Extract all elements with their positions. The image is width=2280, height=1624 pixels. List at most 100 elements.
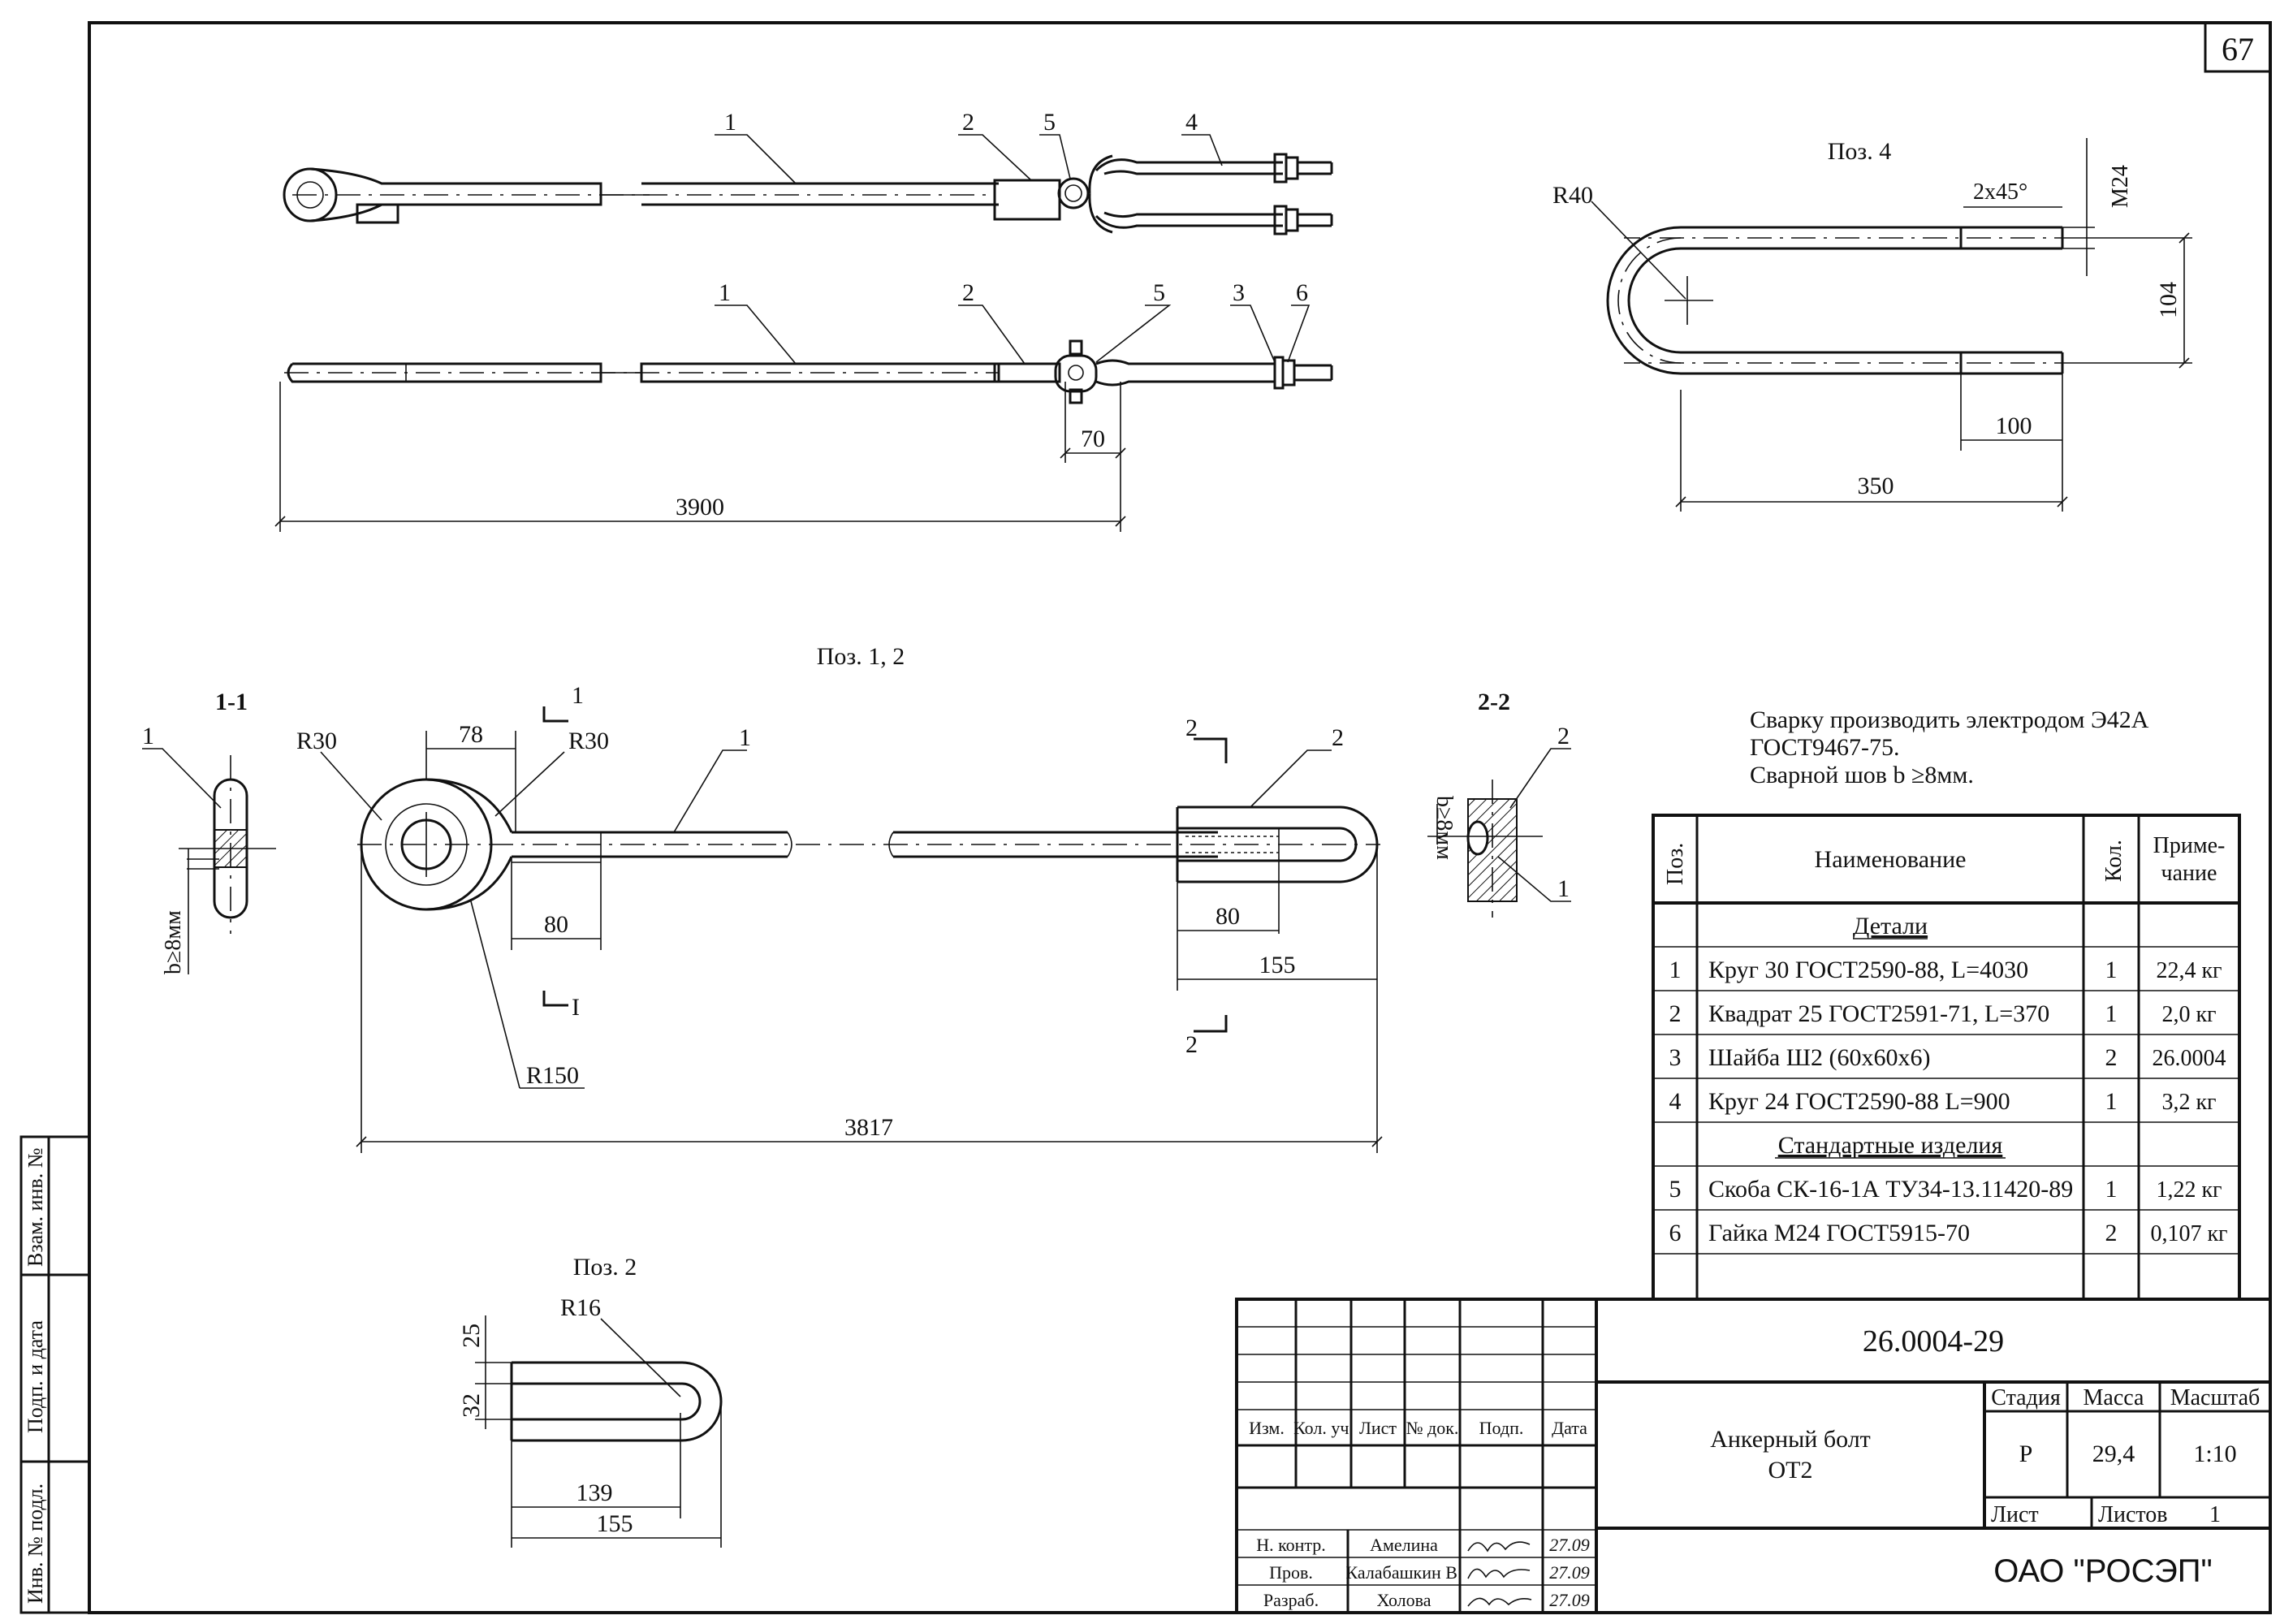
spec-row: 4 Круг 24 ГОСТ2590-88 L=900 1 3,2 кг (1669, 1088, 2217, 1115)
tb-mass-header: Масса (2084, 1385, 2145, 1410)
spec-header-qty: Кол. (2101, 840, 2127, 882)
tb-role: Разраб. (1263, 1590, 1319, 1610)
pos2-view: Поз. 2 R16 25 32 139 155 (458, 1254, 723, 1548)
leader-2-front: 2 (962, 279, 974, 306)
spec-row: 1 Круг 30 ГОСТ2590-88, L=4030 1 22,4 кг (1669, 957, 2222, 983)
section-2-2-weld: b≥8мм (1431, 796, 1457, 860)
section-1-1-label: 1-1 (215, 689, 248, 715)
pos2-dim-25: 25 (458, 1324, 485, 1348)
spec-row-qty: 2 (2105, 1044, 2118, 1071)
notes: Сварку производить электродом Э42А ГОСТ9… (1750, 706, 2149, 788)
tb-role: Пров. (1269, 1562, 1313, 1583)
sheet-number: 67 (2222, 31, 2254, 67)
tb-name-1: Анкерный болт (1710, 1426, 1871, 1453)
pos12-dim-78: 78 (459, 721, 483, 748)
leader-1-front: 1 (719, 279, 731, 306)
pos12-leader-2: 2 (1332, 724, 1344, 751)
leader-3-front: 3 (1233, 279, 1245, 306)
tb-signature-row: Разраб. Холова 27.09 (1263, 1590, 1590, 1610)
tb-name: Амелина (1370, 1535, 1438, 1555)
spec-row: 6 Гайка М24 ГОСТ5915-70 2 0,107 кг (1669, 1220, 2228, 1246)
leader-2-top: 2 (962, 109, 974, 136)
pos4-dim-104: 104 (2155, 282, 2182, 318)
tb-signature-mark (1467, 1541, 1531, 1553)
tb-col-kol: Кол. уч. (1293, 1418, 1354, 1438)
assembly-top-view: 1 2 5 4 (283, 109, 1333, 235)
pos4-dim-100: 100 (1996, 412, 2032, 439)
pos12-dim-80b: 80 (1216, 903, 1240, 930)
spec-section-details: Детали (1853, 913, 1928, 939)
pos4-title: Поз. 4 (1828, 138, 1892, 165)
tb-date: 27.09 (1549, 1535, 1590, 1555)
spec-row-name: Скоба СК-16-1А ТУ34-13.11420-89 (1708, 1176, 2073, 1203)
tb-sheets-header: Листов (2098, 1502, 2168, 1527)
spec-row: 5 Скоба СК-16-1А ТУ34-13.11420-89 1 1,22… (1669, 1176, 2222, 1203)
title-block: Изм. Кол. уч. Лист № док. Подп. Дата Н. … (1235, 1298, 2272, 1614)
spec-row: 2 Квадрат 25 ГОСТ2591-71, L=370 1 2,0 кг (1669, 1000, 2217, 1027)
spec-row-pos: 4 (1669, 1088, 1682, 1115)
note-line-1: Сварку производить электродом Э42А (1750, 706, 2149, 733)
pos12-title: Поз. 1, 2 (817, 643, 905, 670)
tb-stage: Р (2019, 1440, 2033, 1467)
pos12-dim-3817: 3817 (844, 1114, 893, 1141)
tb-name: Холова (1376, 1590, 1431, 1610)
pos4-dim-350: 350 (1858, 473, 1894, 499)
pos2-title: Поз. 2 (573, 1254, 637, 1281)
tb-mass: 29,4 (2092, 1440, 2135, 1467)
dim-70: 70 (1081, 425, 1105, 452)
pos4-chamfer: 2x45° (1973, 179, 2027, 205)
pos2-dim-155: 155 (597, 1510, 633, 1537)
spec-header-note-1: Приме- (2153, 833, 2226, 858)
cut-1-top: 1 (572, 682, 584, 709)
tb-name: Калабашкин В. (1346, 1562, 1462, 1583)
cut-2-bottom: 2 (1185, 1031, 1198, 1058)
spec-header-pos: Поз. (1663, 843, 1688, 885)
leader-4-top: 4 (1185, 109, 1198, 136)
tb-signature-mark (1467, 1597, 1532, 1607)
spec-header-note-2: чание (2161, 861, 2217, 886)
tb-company: ОАО "РОСЭП" (1993, 1553, 2213, 1589)
spec-row-note: 1,22 кг (2156, 1177, 2222, 1203)
spec-row-note: 26.0004 (2153, 1046, 2226, 1071)
spec-row-qty: 1 (2105, 1000, 2118, 1027)
sheet-frame (88, 21, 2272, 1614)
section-2-2-leader-2: 2 (1557, 723, 1570, 749)
stamp-inv-podl: Инв. № подл. (24, 1484, 47, 1604)
cut-1-bottom: I (572, 994, 580, 1021)
spec-section-standard: Стандартные изделия (1778, 1132, 2003, 1159)
spec-row-name: Круг 24 ГОСТ2590-88 L=900 (1708, 1088, 2010, 1115)
spec-row-qty: 1 (2105, 957, 2118, 983)
pos12-view: Поз. 1, 2 1-1 1 b≥8мм (142, 643, 1571, 1153)
pos12-r30a: R30 (296, 728, 337, 754)
spec-row-name: Круг 30 ГОСТ2590-88, L=4030 (1708, 957, 2028, 983)
note-line-2: ГОСТ9467-75. (1750, 734, 1899, 761)
tb-name-2: ОТ2 (1768, 1457, 1813, 1484)
tb-col-list: Лист (1359, 1418, 1397, 1438)
stamp-vzam-inv: Взам. инв. № (24, 1147, 47, 1267)
spec-row-name: Квадрат 25 ГОСТ2591-71, L=370 (1708, 1000, 2049, 1027)
section-1-1-weld: b≥8мм (161, 910, 186, 974)
spec-row-qty: 1 (2105, 1176, 2118, 1203)
tb-signature-mark (1467, 1568, 1531, 1579)
spec-row-note: 3,2 кг (2161, 1090, 2216, 1115)
spec-row: 3 Шайба Ш2 (60х60х6) 2 26.0004 (1669, 1044, 2226, 1071)
tb-col-data: Дата (1552, 1418, 1587, 1438)
pos2-dim-139: 139 (576, 1479, 613, 1506)
pos4-r40: R40 (1552, 182, 1593, 209)
spec-row-pos: 5 (1669, 1176, 1682, 1203)
side-stamp: Инв. № подл. Подп. и дата Взам. инв. № (19, 1135, 91, 1614)
tb-sheets: 1 (2209, 1502, 2221, 1527)
pos12-r150: R150 (526, 1062, 579, 1089)
spec-table: Поз. Наименование Кол. Приме- чание Дета… (1652, 814, 2241, 1301)
tb-signature-row: Н. контр. Амелина 27.09 (1256, 1535, 1590, 1555)
tb-stage-header: Стадия (1991, 1385, 2061, 1410)
tb-sheet-header: Лист (1991, 1502, 2039, 1527)
spec-header-name: Наименование (1815, 846, 1967, 873)
spec-row-pos: 1 (1669, 957, 1682, 983)
spec-row-note: 0,107 кг (2150, 1221, 2227, 1246)
spec-row-qty: 1 (2105, 1088, 2118, 1115)
dim-3900: 3900 (676, 494, 724, 520)
tb-date: 27.09 (1549, 1562, 1590, 1583)
tb-scale-header: Масштаб (2170, 1385, 2261, 1410)
